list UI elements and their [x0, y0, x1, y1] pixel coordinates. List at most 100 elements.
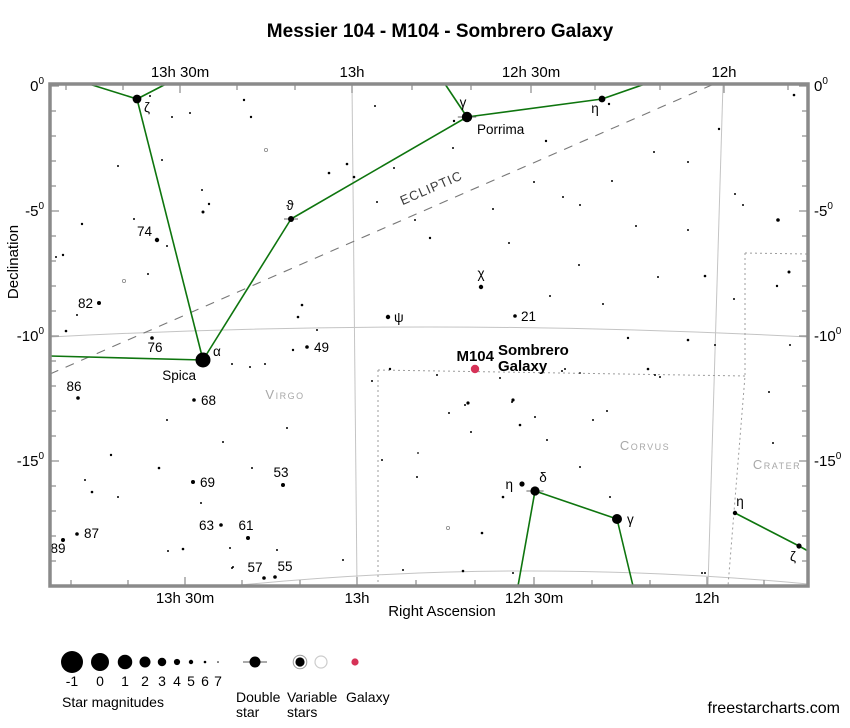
constellation-label-virgo: Virgo [265, 387, 304, 402]
star-label-η: η [736, 494, 744, 509]
star-55 [273, 575, 277, 579]
dec-label-left: 00 [30, 76, 44, 95]
legend-magnitude-dot-3 [157, 657, 167, 667]
star-label-53: 53 [273, 465, 288, 480]
background-star [775, 284, 779, 288]
star-name-Porrima: Porrima [477, 122, 525, 137]
background-star [264, 363, 266, 365]
background-star [792, 93, 796, 97]
variable-star [263, 147, 268, 152]
background-star [657, 276, 659, 278]
legend-magnitude-dot-1 [117, 654, 133, 670]
constellation-line [88, 83, 138, 100]
star-label-61: 61 [238, 518, 253, 533]
constellation-line [136, 98, 204, 361]
boundary-line [377, 369, 746, 377]
background-star [564, 368, 566, 370]
legend-galaxy-dot [351, 658, 359, 666]
legend-magnitude-dot-0 [91, 653, 109, 671]
star-χ [478, 284, 484, 290]
legend-magnitude-dot-4 [173, 658, 181, 666]
star-label-63: 63 [199, 518, 214, 533]
background-star [316, 329, 318, 331]
axis-ticks [50, 84, 808, 586]
constellation-line [49, 355, 204, 361]
background-star [117, 165, 119, 167]
background-star [109, 453, 113, 457]
star-76 [150, 336, 154, 340]
star-label-76: 76 [147, 340, 162, 355]
background-star [55, 256, 57, 258]
background-star [579, 466, 581, 468]
ra-gridline-12h [707, 83, 724, 587]
dec-label-right: -100 [814, 326, 842, 345]
legend-magnitude-label-2: 2 [141, 673, 149, 689]
constellation-lines [49, 83, 809, 587]
background-star [231, 363, 233, 365]
legend-magnitude-label-3: 3 [158, 673, 166, 689]
background-star [511, 401, 513, 403]
star-label-ψ: ψ [394, 310, 404, 325]
background-star [249, 366, 251, 368]
background-star [374, 105, 376, 107]
background-star [201, 189, 203, 191]
background-star [393, 167, 395, 169]
star-η [519, 481, 525, 487]
ra-label-top: 12h [711, 64, 736, 81]
background-star [381, 459, 383, 461]
background-star [734, 193, 736, 195]
constellation-line [734, 512, 800, 547]
ra-label-bottom: 12h 30m [505, 590, 563, 607]
constellation-line [601, 83, 646, 100]
background-star [232, 566, 234, 568]
background-star [606, 410, 608, 412]
dec-gridline--20 [229, 570, 809, 587]
background-star [171, 116, 173, 118]
coordinate-grid [49, 83, 809, 587]
star-82 [97, 301, 101, 305]
background-star [659, 376, 661, 378]
background-star [592, 419, 594, 421]
star-49 [305, 345, 309, 349]
background-star [181, 547, 185, 551]
star-63 [219, 523, 223, 527]
star-label-ζ: ζ [144, 100, 150, 115]
background-star [768, 391, 770, 393]
background-star [417, 452, 419, 454]
legend-magnitude-label-5: 5 [187, 673, 195, 689]
variable-star [445, 526, 450, 531]
background-star [436, 374, 438, 376]
ecliptic-line [49, 83, 715, 375]
background-star [787, 270, 791, 274]
star-label-82: 82 [78, 296, 93, 311]
star-η [598, 95, 606, 103]
background-star [64, 329, 68, 333]
ra-label-top: 13h [339, 64, 364, 81]
legend-magnitude-label--1: -1 [66, 673, 79, 689]
star-69 [191, 480, 195, 484]
background-star [286, 427, 288, 429]
background-star [342, 559, 344, 561]
chart-frame [48, 82, 810, 588]
constellation-line [534, 490, 618, 520]
background-star [84, 479, 86, 481]
background-star [414, 219, 416, 221]
star-δ [530, 486, 540, 496]
variable-star [122, 278, 127, 283]
boundary-line [727, 253, 746, 587]
dec-label-right: 00 [814, 76, 828, 95]
constellation-line [136, 83, 167, 100]
star-γ [612, 514, 622, 524]
background-star [703, 274, 707, 278]
legend-galaxy-label: Galaxy [346, 689, 390, 705]
dec-label-right: -50 [814, 201, 833, 220]
constellation-line [444, 83, 468, 118]
background-star [452, 119, 456, 123]
star-ζ [132, 94, 142, 104]
legend-magnitude-dot-7 [217, 661, 219, 663]
legend-magnitude-label-7: 7 [214, 673, 222, 689]
background-star [464, 404, 466, 406]
background-star [402, 569, 404, 571]
